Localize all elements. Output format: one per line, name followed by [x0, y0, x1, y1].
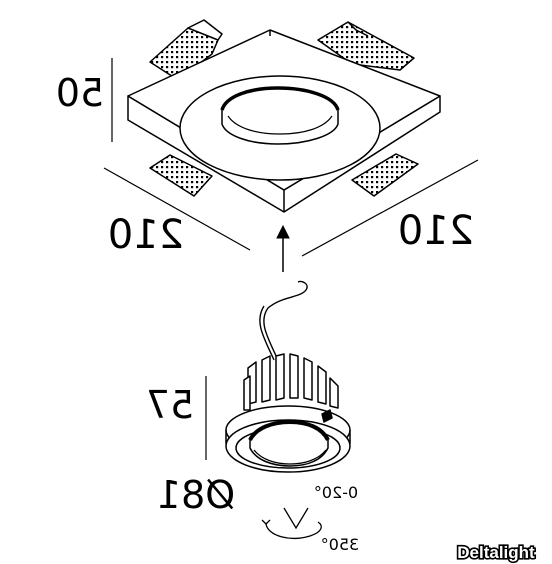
- rotation-tilt-icon: [261, 507, 322, 539]
- led-module: [225, 280, 351, 473]
- heatsink: [243, 353, 339, 411]
- power-cable: [263, 280, 308, 361]
- mounting-tab-bottom-left: [149, 154, 213, 197]
- plaster-housing: [127, 19, 441, 213]
- housing-width-left-label: 210: [108, 212, 184, 258]
- housing-dimension-lines: [103, 58, 479, 257]
- housing-width-right-label: 210: [398, 208, 474, 254]
- module-height-label: 57: [146, 383, 194, 427]
- brand-logo-text: Deltalight: [457, 543, 535, 562]
- insertion-arrow: [276, 224, 290, 272]
- housing-height-label: 50: [56, 71, 104, 115]
- module-diameter-label: Ø81: [157, 473, 235, 517]
- rotation-angle-label: 350°: [321, 535, 360, 554]
- tilt-angle-label: 0-20°: [314, 483, 358, 502]
- mounting-tab-bottom-right: [351, 153, 419, 197]
